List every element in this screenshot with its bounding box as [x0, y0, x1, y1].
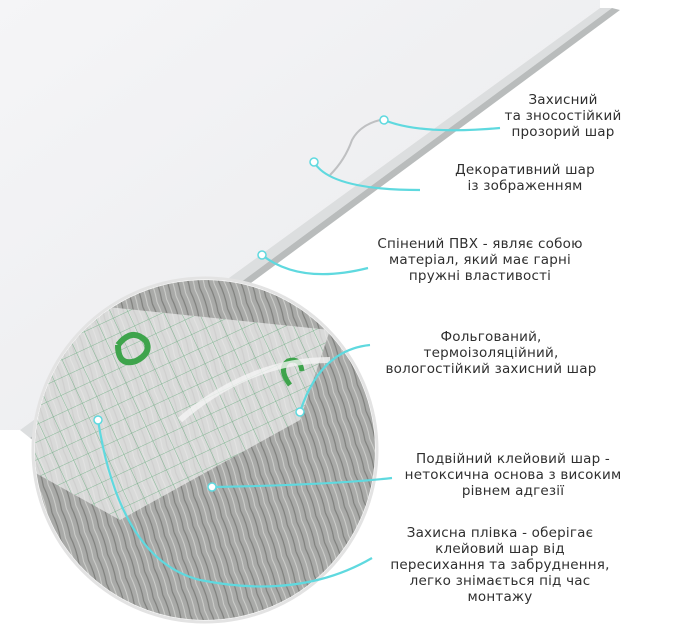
label-protective-layer: Захисний та зносостійкий прозорий шар: [504, 92, 622, 140]
label-pvc-foam-layer: Спінений ПВХ - являє собою матеріал, яки…: [377, 236, 583, 284]
label-decorative-layer: Декоративний шар із зображенням: [455, 162, 595, 194]
layer-pointer-dot: [309, 157, 319, 167]
pointer-release-film: [96, 419, 373, 588]
label-adhesive-layer: Подвійний клейовий шар - нетоксична осно…: [404, 451, 622, 499]
pointer-foil-layer: [298, 343, 371, 413]
layer-pointer-dot: [295, 407, 305, 417]
label-foil-layer: Фольгований, термоізоляційний, вологості…: [385, 329, 597, 377]
pointer-lines: [96, 118, 501, 588]
marble-vein: [329, 119, 381, 176]
pointer-protective-layer: [383, 118, 501, 132]
pointer-decorative-layer: [313, 161, 421, 192]
pointer-adhesive-layer: [211, 476, 393, 489]
pointer-pvc-foam-layer: [261, 254, 369, 276]
label-release-film: Захисна плівка - оберігає клейовий шар в…: [390, 525, 610, 605]
layer-pointer-dot: [93, 415, 103, 425]
layer-pointer-dot: [257, 250, 267, 260]
layer-pointer-dot: [379, 115, 389, 125]
layer-pointer-dot: [207, 482, 217, 492]
magnified-cross-section: [31, 276, 379, 624]
pointer-dots: [93, 115, 389, 492]
